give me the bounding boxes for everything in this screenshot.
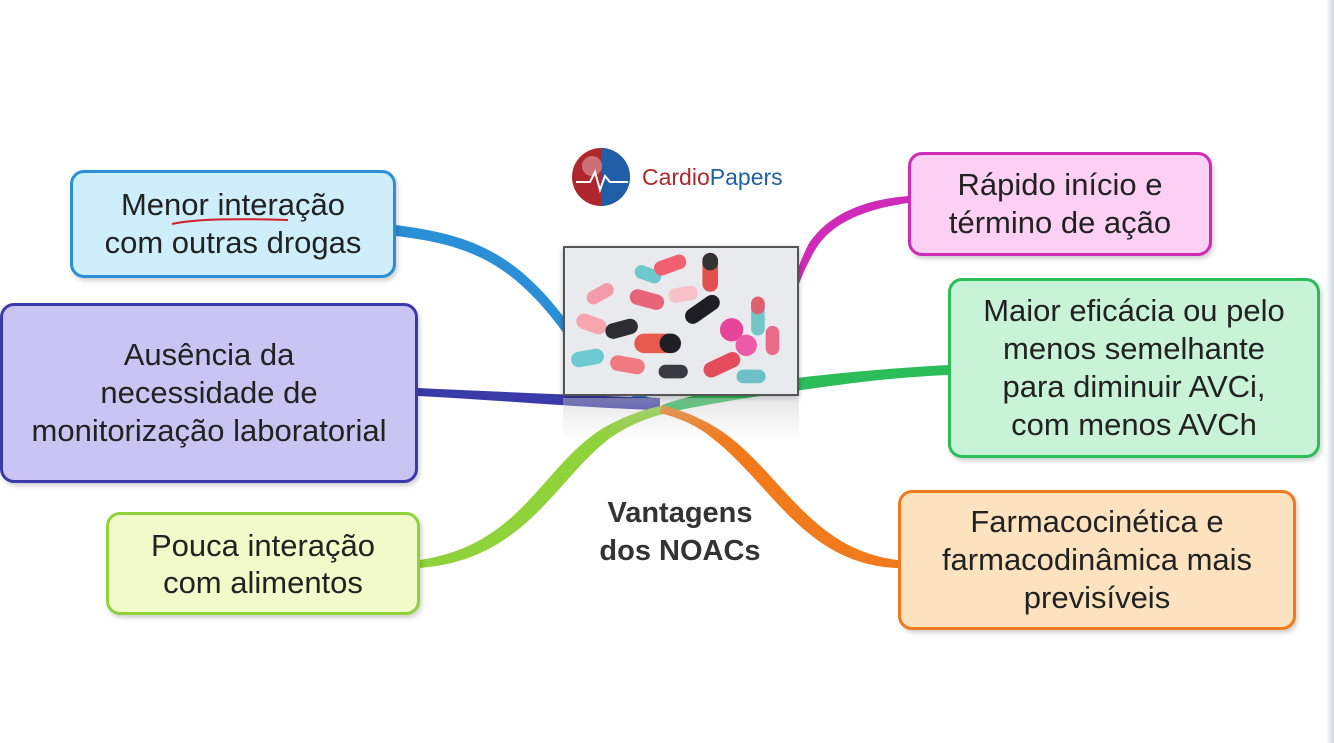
- center-title: Vantagens dos NOACs: [599, 497, 761, 567]
- node-text: Maior eficácia ou pelo menos semelhante …: [983, 293, 1285, 442]
- node-maior-eficacia: Maior eficácia ou pelo menos semelhante …: [948, 278, 1320, 458]
- logo-text-papers: Papers: [709, 163, 783, 190]
- center-image-reflection: [563, 398, 799, 440]
- branch-teal: [662, 365, 948, 413]
- node-text: Ausência da necessidade de monitorização…: [31, 337, 387, 448]
- branch-indigo: [418, 388, 660, 410]
- center-pills-image: [563, 246, 799, 396]
- logo-text-cardio: Cardio: [642, 163, 710, 190]
- node-text: Menor interação com outras drogas: [104, 187, 362, 260]
- node-menor-interacao-drogas: Menor interação com outras drogas: [70, 170, 396, 278]
- node-text: Pouca interação com alimentos: [150, 527, 376, 600]
- logo-text: CardioPapers: [642, 164, 783, 191]
- branch-magenta: [790, 196, 908, 295]
- branch-orange: [660, 405, 898, 568]
- cardiopapers-logo: CardioPapers: [570, 146, 810, 208]
- node-farmacocinetica: Farmacocinética e farmacodinâmica mais p…: [898, 490, 1296, 630]
- pills-photo: [566, 248, 796, 394]
- node-rapido-inicio: Rápido início e término de ação: [908, 152, 1212, 256]
- right-edge-shadow: [1326, 0, 1334, 743]
- globe-heartbeat-icon: [572, 148, 630, 206]
- branch-green: [420, 405, 668, 568]
- node-text: Farmacocinética e farmacodinâmica mais p…: [941, 504, 1253, 615]
- node-ausencia-monitorizacao: Ausência da necessidade de monitorização…: [0, 303, 418, 483]
- annotation-underline-1: [171, 218, 289, 225]
- node-pouca-interacao-alimentos: Pouca interação com alimentos: [106, 512, 420, 615]
- node-text: Rápido início e término de ação: [948, 167, 1172, 240]
